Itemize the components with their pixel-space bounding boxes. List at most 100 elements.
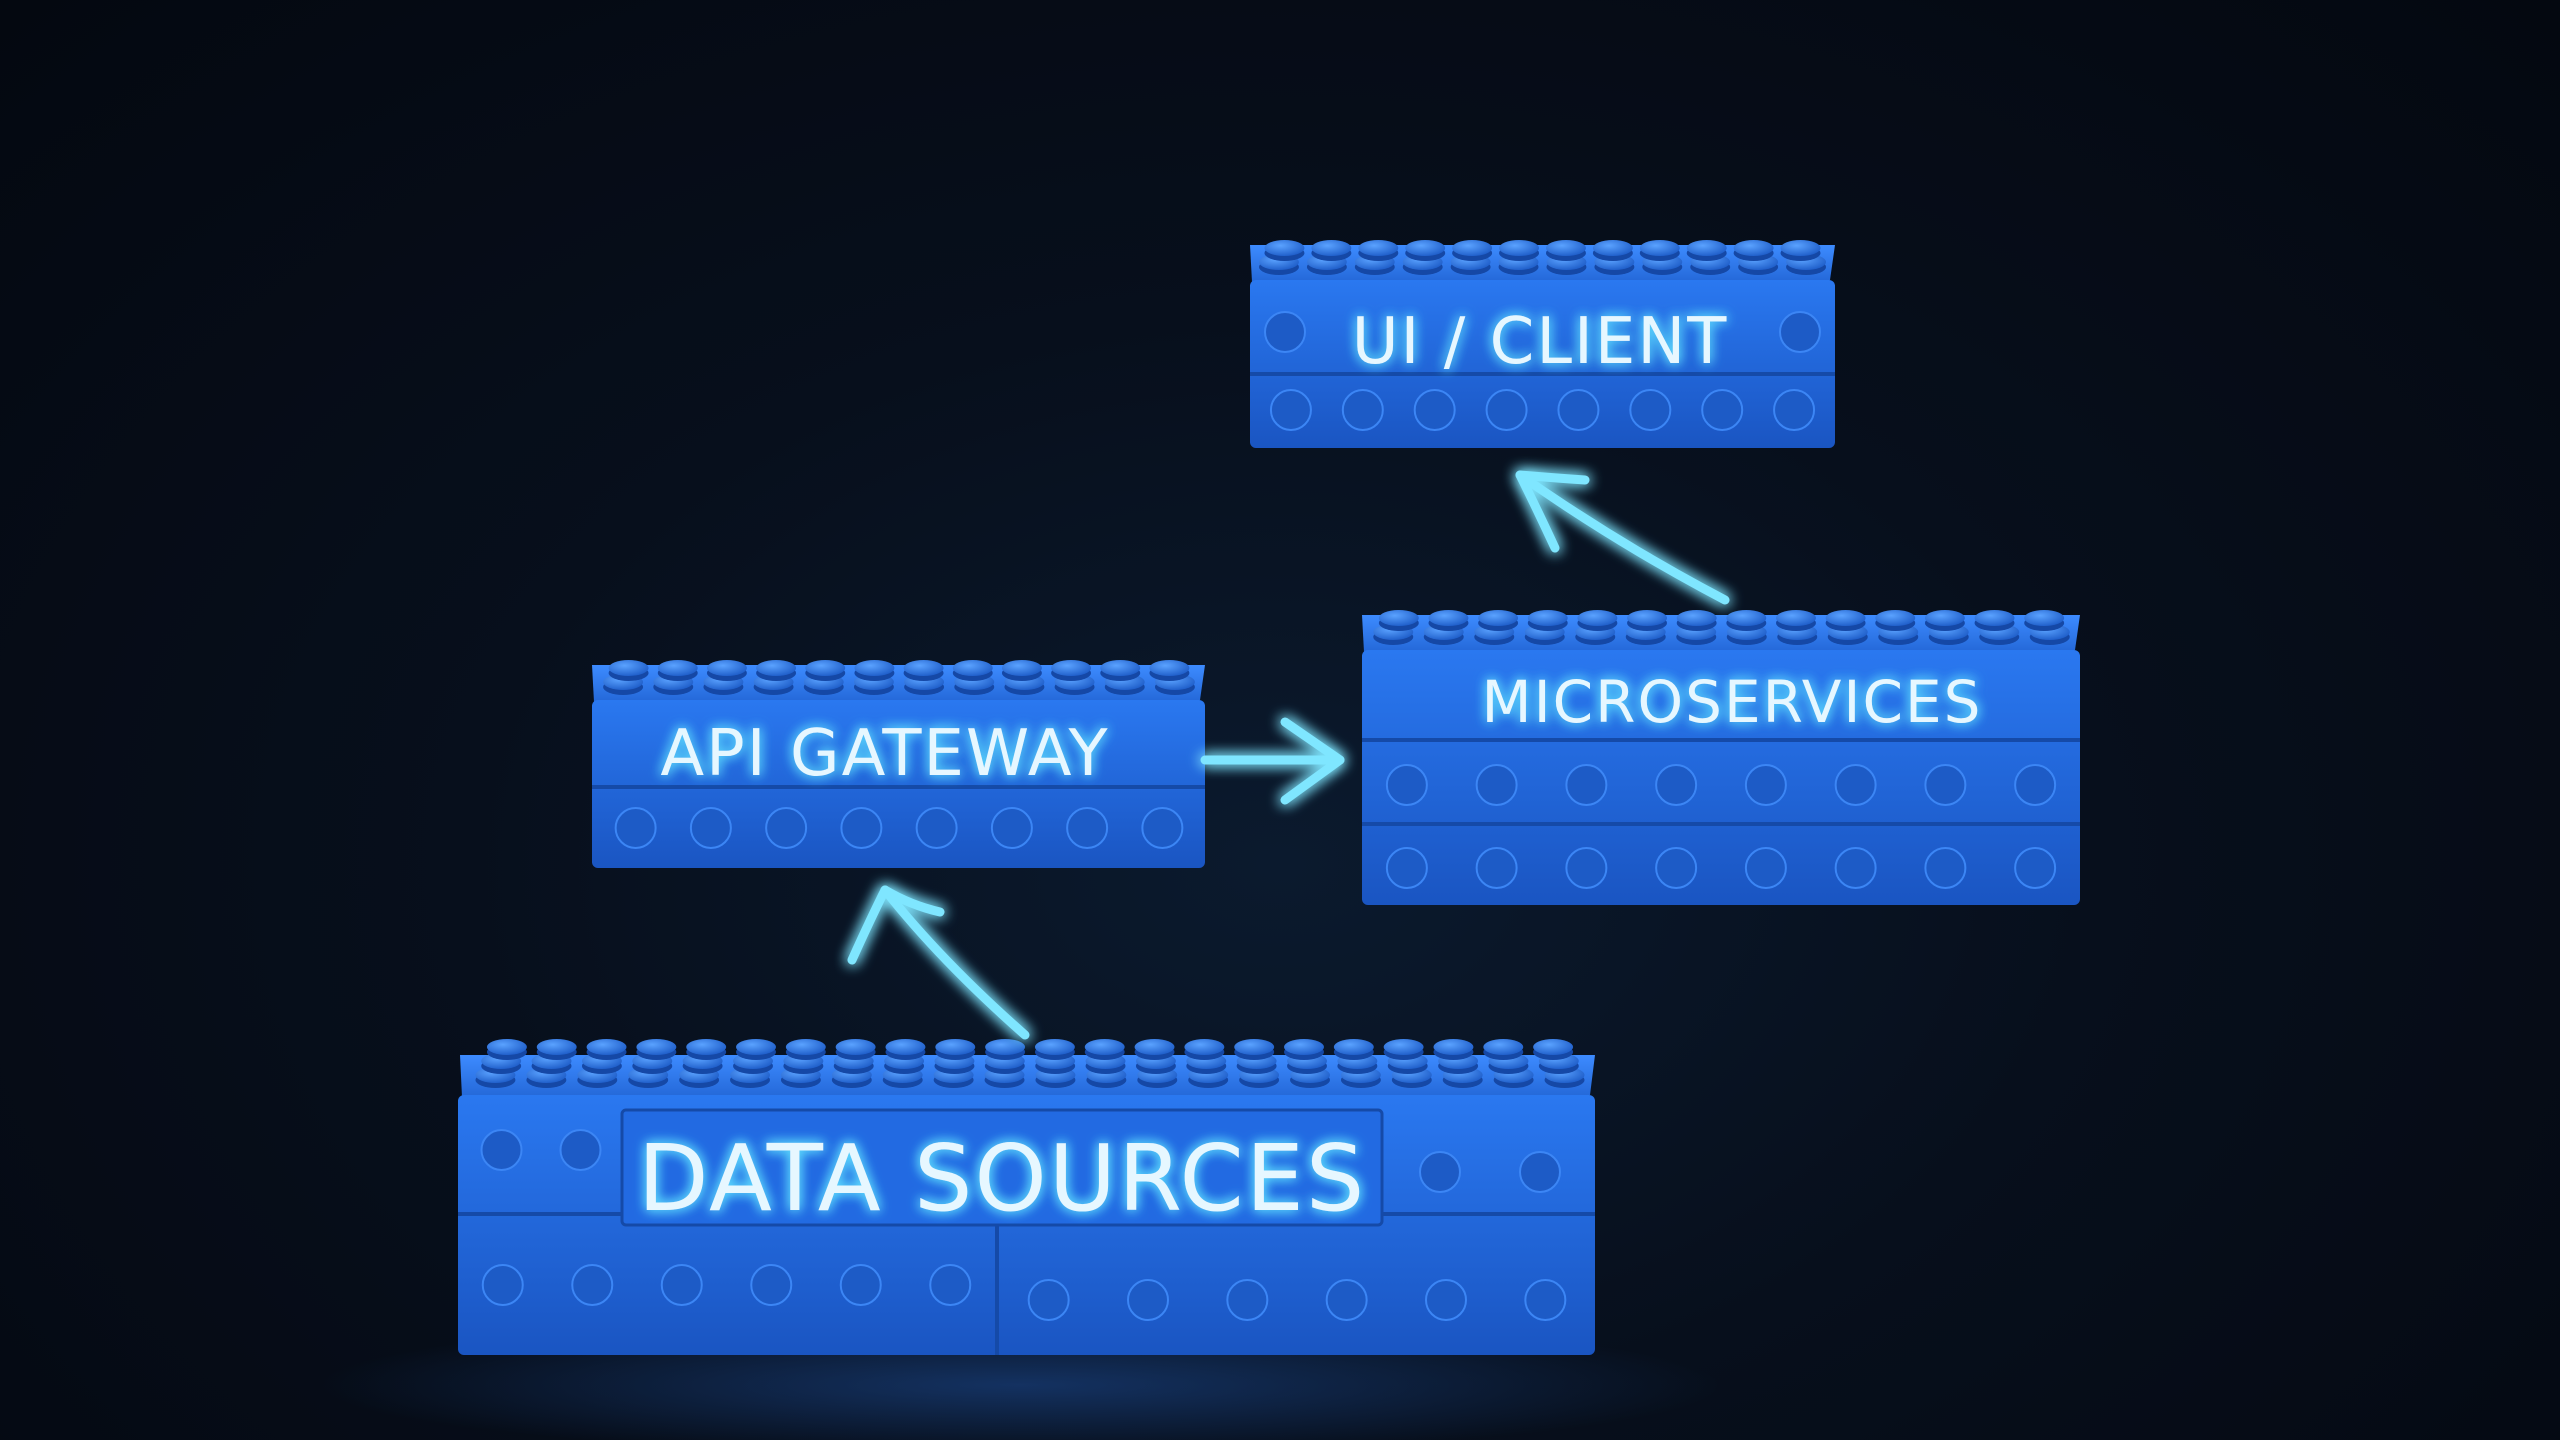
stud	[1001, 660, 1042, 676]
stud	[1234, 1039, 1275, 1055]
stud	[1358, 240, 1399, 256]
brick-knob	[1744, 847, 1787, 889]
brick-knob	[2014, 764, 2057, 806]
arrowhead	[1515, 470, 1590, 553]
stud	[1034, 1039, 1075, 1055]
microservices-label: MICROSERVICES	[1482, 668, 1983, 736]
brick-knob	[1475, 847, 1518, 889]
ui-client-label: UI / CLIENT	[1352, 305, 1729, 379]
stud	[1974, 610, 2015, 626]
stud	[785, 1039, 826, 1055]
connector-microservices-to-ui-client	[1515, 470, 1730, 605]
stud	[1924, 610, 1965, 626]
stud	[854, 660, 895, 676]
brick-knob	[559, 1129, 602, 1171]
stud	[1452, 240, 1493, 256]
studs-front	[614, 807, 1184, 849]
brick-knob	[1565, 847, 1608, 889]
stud	[1311, 240, 1352, 256]
stud	[1478, 610, 1519, 626]
stud	[805, 660, 846, 676]
stud	[1051, 660, 1092, 676]
arrowhead	[1280, 717, 1345, 805]
stud	[1627, 610, 1668, 626]
stud	[608, 660, 649, 676]
stud	[835, 1039, 876, 1055]
studs-top	[1373, 610, 2070, 645]
stud	[1592, 240, 1633, 256]
stud	[486, 1039, 527, 1055]
brick-knob	[1475, 764, 1518, 806]
brick-knob	[1519, 1151, 1561, 1193]
stud	[1100, 660, 1141, 676]
brick-knob	[1924, 764, 1967, 806]
brick-knob	[1655, 847, 1698, 889]
stud	[1149, 660, 1190, 676]
brick-knob	[1779, 311, 1821, 353]
stud	[1383, 1039, 1424, 1055]
brick-knob	[840, 807, 883, 849]
stud	[1780, 240, 1821, 256]
stud	[1545, 240, 1586, 256]
connector-api-gateway-to-microservices	[1200, 717, 1345, 805]
api-gateway-label: API GATEWAY	[660, 717, 1109, 791]
stud	[636, 1039, 677, 1055]
block-ui-client: UI / CLIENT	[1250, 240, 1835, 448]
stud	[1726, 610, 1767, 626]
brick-knob	[1413, 389, 1456, 431]
studs-front	[480, 1129, 1567, 1321]
brick-knob	[1419, 1151, 1461, 1193]
stud	[952, 660, 993, 676]
brick-knob	[660, 1264, 703, 1306]
stud	[885, 1039, 926, 1055]
arrowhead	[847, 885, 945, 965]
brick-knob	[1341, 389, 1384, 431]
brick-knob	[2014, 847, 2057, 889]
stud	[1483, 1039, 1524, 1055]
brick-knob	[1701, 389, 1744, 431]
brick-knob	[1066, 807, 1109, 849]
studs-front	[1385, 764, 2057, 889]
stud	[1577, 610, 1618, 626]
brick-knob	[1325, 1279, 1368, 1321]
brick-knob	[765, 807, 808, 849]
brick-knob	[1655, 764, 1698, 806]
brick-knob	[480, 1129, 523, 1171]
stud	[1676, 610, 1717, 626]
stud	[1333, 1039, 1374, 1055]
stud	[1428, 610, 1469, 626]
stud	[1264, 240, 1305, 256]
brick-knob	[1141, 807, 1184, 849]
brick-knob	[1773, 389, 1816, 431]
stud	[1875, 610, 1916, 626]
brick-knob	[1834, 764, 1877, 806]
stud	[657, 660, 698, 676]
stud	[706, 660, 747, 676]
brick-knob	[614, 807, 657, 849]
brick-knob	[1264, 311, 1306, 353]
stud	[1405, 240, 1446, 256]
connector-data-sources-to-api-gateway	[847, 885, 1030, 1040]
brick-knob	[689, 807, 732, 849]
brick-knob	[1524, 1279, 1567, 1321]
brick-knob	[1269, 389, 1312, 431]
studs-top	[1258, 240, 1827, 275]
data-sources-label: DATA SOURCES	[638, 1125, 1367, 1232]
studs-top	[603, 660, 1195, 695]
stud	[1686, 240, 1727, 256]
block-data-sources: DATA SOURCES	[458, 1039, 1595, 1355]
brick-knob	[1385, 847, 1428, 889]
stud	[1825, 610, 1866, 626]
brick-knob	[1629, 389, 1672, 431]
brick-knob	[1127, 1279, 1169, 1321]
stud	[1733, 240, 1774, 256]
brick-knob	[750, 1264, 793, 1306]
stud	[1184, 1039, 1225, 1055]
brick-knob	[839, 1264, 882, 1306]
stud	[1284, 1039, 1324, 1055]
stud	[736, 1039, 776, 1055]
block-api-gateway: API GATEWAY	[592, 660, 1205, 868]
stud	[1084, 1039, 1125, 1055]
stud	[985, 1039, 1026, 1055]
